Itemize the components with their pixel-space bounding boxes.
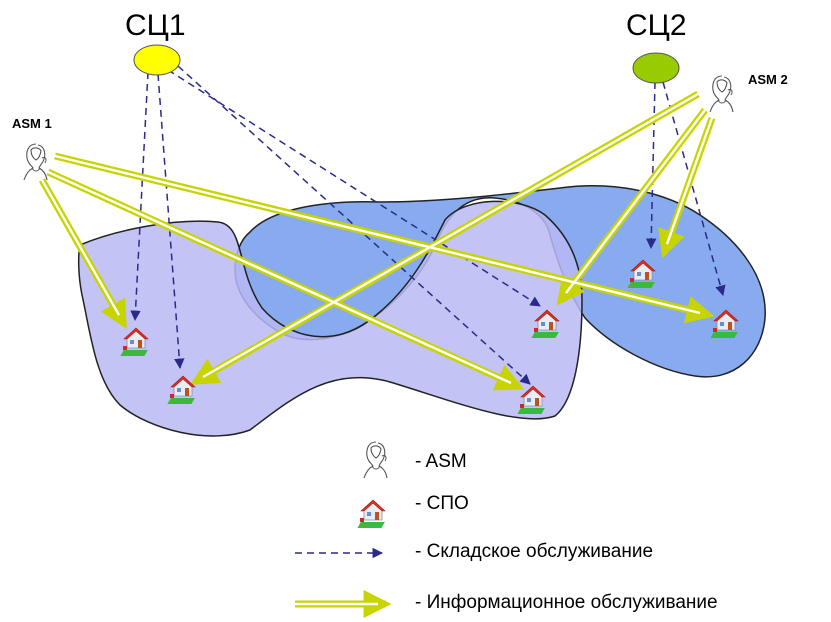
link-sc1-spo2 xyxy=(157,73,185,370)
asm1-label: ASM 1 xyxy=(12,116,52,131)
warehouse-links xyxy=(130,65,726,385)
link-sc1-spo1 xyxy=(130,71,149,322)
asm2-person-icon[interactable] xyxy=(709,75,734,113)
legend-asm-icon xyxy=(363,441,388,479)
legend-spo-icon xyxy=(356,499,386,529)
sc1-node[interactable] xyxy=(133,44,181,76)
link-sc1-spo3 xyxy=(167,69,541,307)
legend-spo-text: - СПО xyxy=(415,493,469,514)
sc2-label: СЦ2 xyxy=(626,9,687,42)
link-sc2-spo5 xyxy=(645,81,657,250)
asm1-person-icon[interactable] xyxy=(23,143,48,181)
legend-asm-text: - ASM xyxy=(415,451,467,472)
sc1-label: СЦ1 xyxy=(125,9,186,42)
legend-info-text: - Информационное обслуживание xyxy=(415,592,718,613)
legend-warehouse-text: - Складское обслуживание xyxy=(415,541,654,562)
sc2-node[interactable] xyxy=(632,52,680,84)
asm2-label: ASM 2 xyxy=(748,72,788,87)
link-sc2-spo6 xyxy=(662,81,726,297)
